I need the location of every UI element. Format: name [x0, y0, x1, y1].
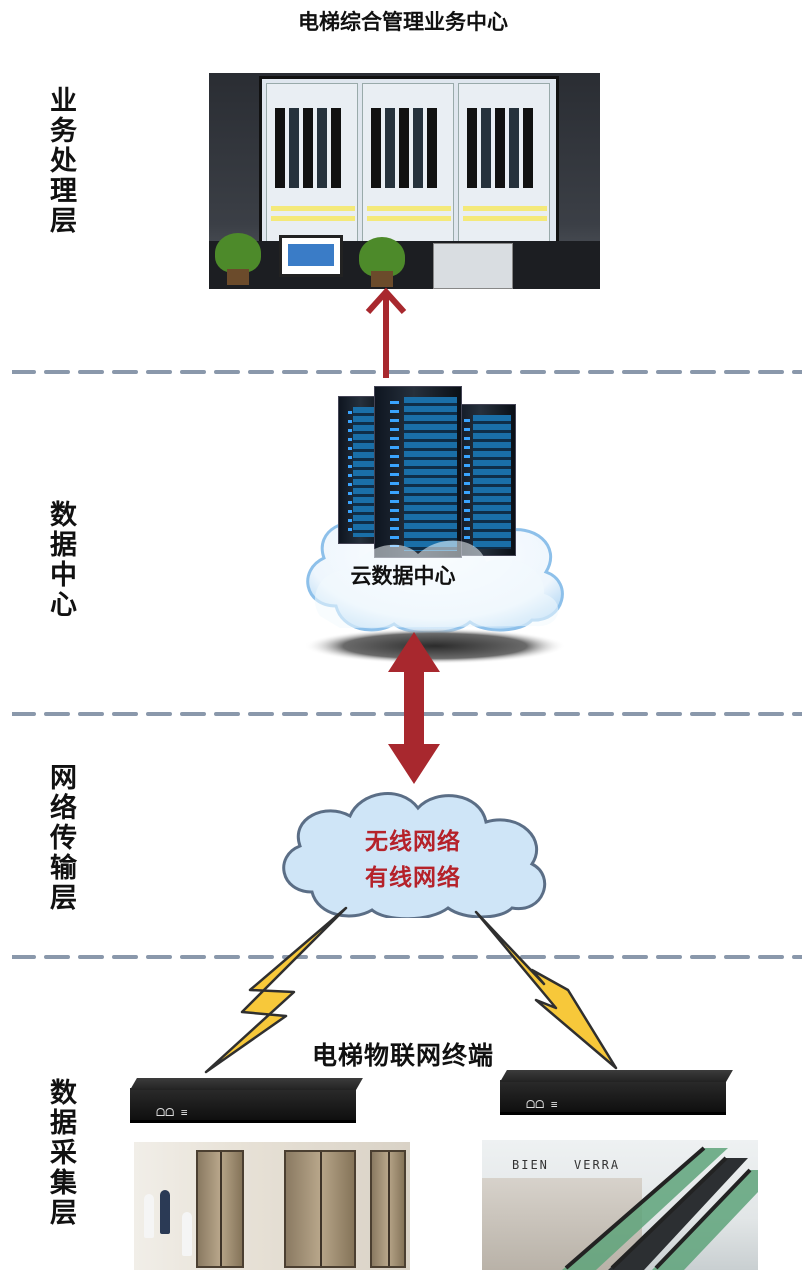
cloud-front-overlay	[314, 540, 559, 628]
server-rack	[374, 386, 462, 558]
layer-label-business: 业务处理层	[45, 86, 76, 236]
layer-divider	[12, 370, 802, 374]
elevator-photo	[134, 1142, 410, 1270]
terminal-label: 电梯物联网终端	[311, 1041, 494, 1070]
bidirectional-arrow	[388, 632, 440, 784]
lightning-bolt-icon	[474, 910, 618, 1070]
layer-label-datacenter: 数据中心	[45, 500, 76, 620]
upload-arrow	[365, 287, 407, 378]
cloud-datacenter-label: 云数据中心	[350, 564, 456, 588]
layer-label-collection: 数据采集层	[45, 1078, 76, 1228]
iot-terminal-device: ᗝᗝ ≡	[500, 1070, 733, 1115]
network-cloud	[282, 792, 547, 918]
store-sign: BIEN	[512, 1158, 549, 1172]
diagram-title: 电梯综合管理业务中心	[298, 10, 508, 34]
iot-terminal-device: ᗝᗝ ≡	[130, 1078, 363, 1123]
device-logo: ᗝᗝ ≡	[156, 1106, 188, 1119]
cloud-shadow	[304, 628, 566, 664]
escalator-photo: BIEN VERRA	[482, 1140, 758, 1270]
layer-divider	[12, 955, 802, 959]
store-sign: VERRA	[574, 1158, 621, 1172]
device-logo: ᗝᗝ ≡	[526, 1098, 558, 1111]
server-rack	[452, 404, 516, 556]
layer-label-network: 网络传输层	[45, 763, 76, 913]
lightning-bolt-icon	[204, 906, 348, 1074]
network-wireless-label: 无线网络	[365, 829, 461, 855]
control-center-photo	[209, 73, 600, 289]
network-wired-label: 有线网络	[365, 865, 461, 891]
